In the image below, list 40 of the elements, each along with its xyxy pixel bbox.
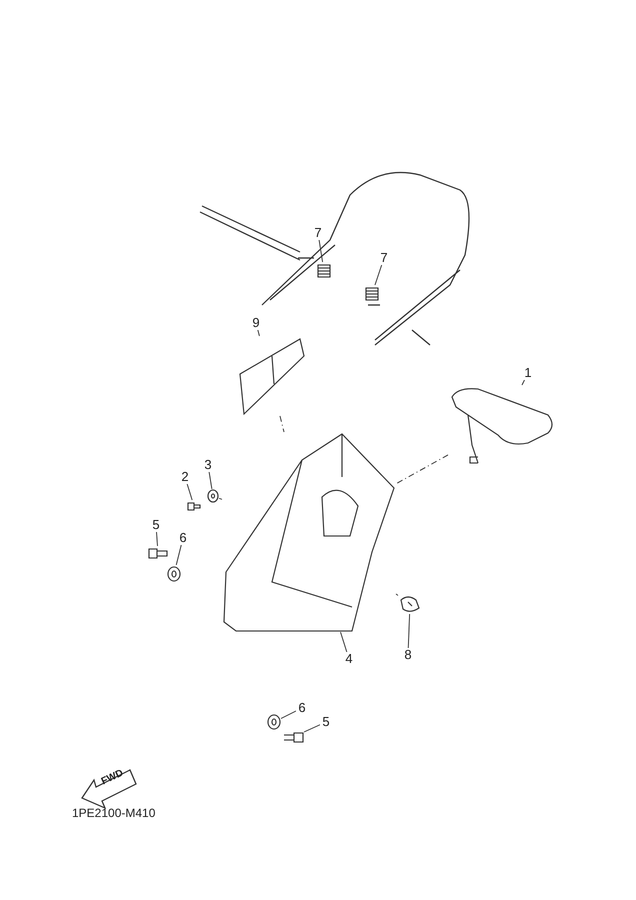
callout-number: 5 — [150, 518, 162, 532]
assembly-line — [218, 498, 222, 500]
assembly-line — [280, 416, 284, 432]
direction-label: FWD — [100, 768, 126, 788]
callout-number: 6 — [296, 701, 308, 715]
grommet-drawing — [364, 285, 380, 303]
callout-number: 9 — [250, 316, 262, 330]
leader-line — [156, 532, 158, 546]
callout-number: 8 — [402, 648, 414, 662]
leader-line — [280, 710, 296, 719]
leader-line — [176, 544, 182, 566]
collar-drawing — [167, 565, 181, 583]
washer-drawing — [207, 489, 219, 503]
leader-line — [522, 380, 525, 386]
rear-fender-drawing — [222, 432, 396, 632]
leader-line — [304, 724, 320, 732]
leader-line — [318, 240, 324, 262]
clip-drawing — [398, 594, 422, 614]
leader-line — [257, 330, 260, 336]
assembly-line — [396, 594, 398, 596]
bolt-drawing — [148, 546, 168, 560]
leader-line — [340, 632, 348, 652]
callout-number: 1 — [522, 366, 534, 380]
leader-line — [374, 264, 382, 286]
leader-line — [208, 472, 212, 490]
leader-line — [408, 614, 410, 648]
bolt-drawing — [187, 500, 201, 512]
callout-number: 7 — [378, 251, 390, 265]
callout-number: 6 — [177, 531, 189, 545]
leader-line — [186, 484, 193, 500]
callout-number: 5 — [320, 715, 332, 729]
callout-number: 7 — [312, 226, 324, 240]
bolt-drawing — [282, 730, 304, 744]
callout-number: 3 — [202, 458, 214, 472]
collar-drawing — [267, 713, 281, 731]
grommet-drawing — [316, 262, 332, 280]
callout-number: 2 — [179, 470, 191, 484]
assembly-line — [396, 454, 448, 484]
callout-number: 4 — [343, 652, 355, 666]
drawing-code: 1PE2100-M410 — [72, 806, 156, 820]
